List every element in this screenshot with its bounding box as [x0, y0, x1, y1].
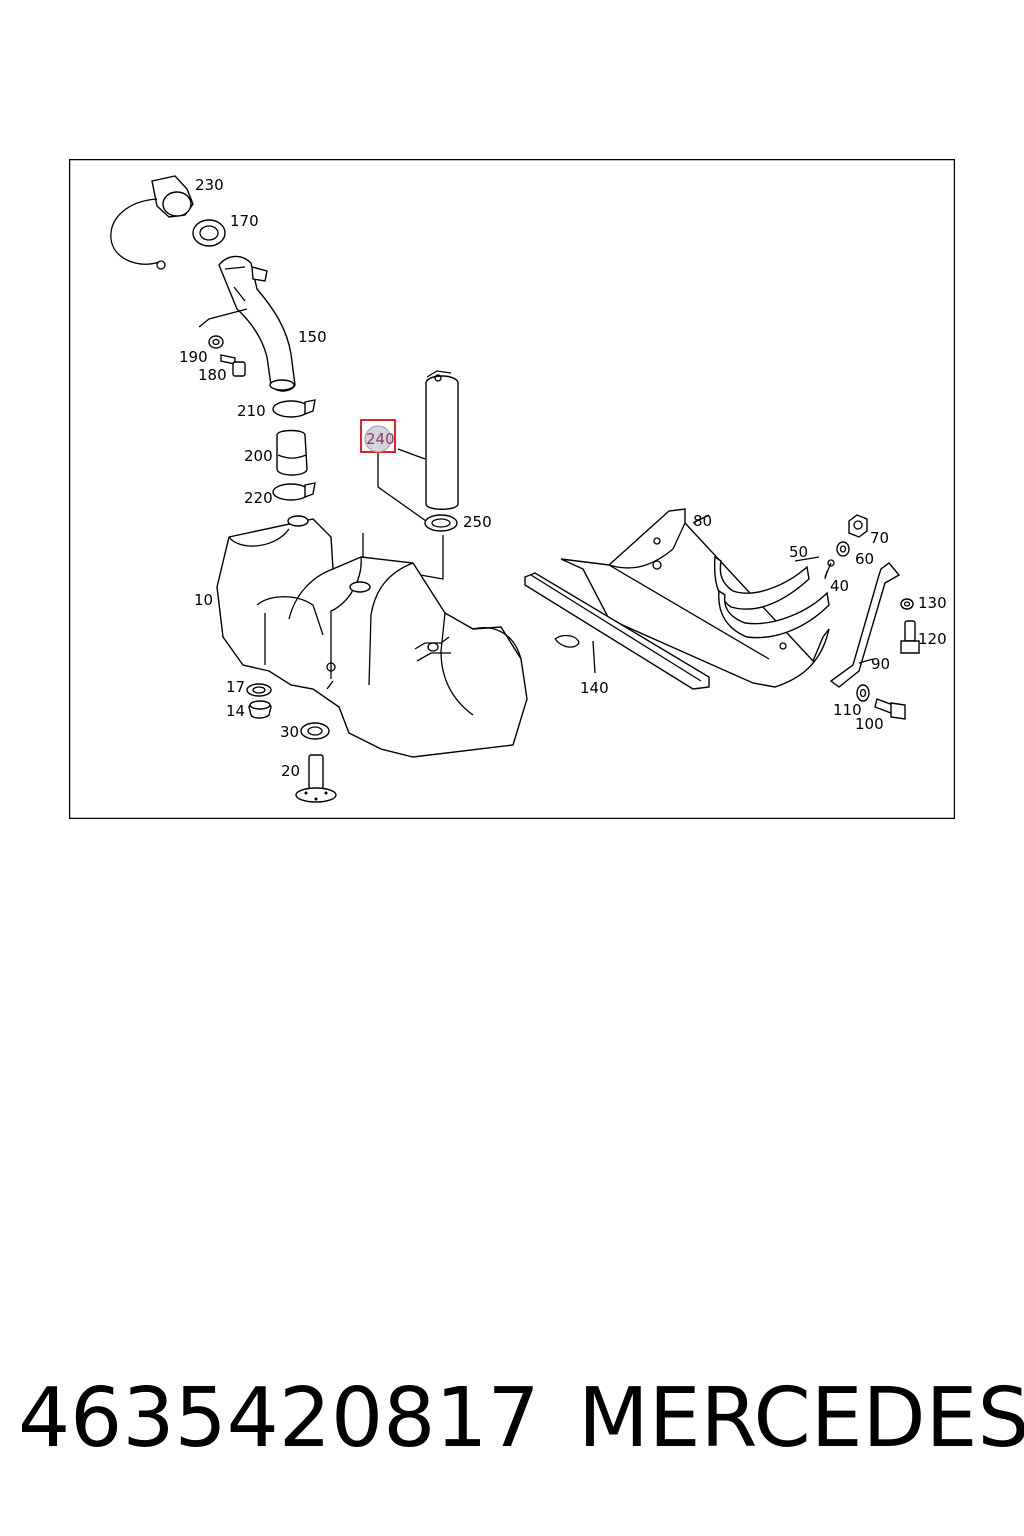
bolt-100 — [874, 698, 906, 720]
callout-210: 210 — [237, 402, 266, 420]
tank-shield-80 — [560, 508, 830, 688]
filler-cap — [110, 175, 194, 270]
callout-130: 130 — [918, 594, 947, 612]
callout-120: 120 — [918, 630, 947, 648]
washer-60 — [836, 541, 850, 557]
callout-30: 30 — [280, 723, 299, 741]
callout-220: 220 — [244, 489, 273, 507]
washer-190 — [208, 335, 224, 349]
rail-140 — [524, 572, 710, 690]
bolt-120 — [900, 620, 920, 654]
filler-neck — [198, 255, 296, 392]
callout-60: 60 — [855, 550, 874, 568]
callout-170: 170 — [230, 212, 259, 230]
callout-190: 190 — [179, 348, 208, 366]
callout-200: 200 — [244, 447, 273, 465]
seal-30 — [300, 722, 330, 740]
callout-10: 10 — [194, 591, 213, 609]
clamp-210 — [272, 399, 316, 418]
callout-40: 40 — [830, 577, 849, 595]
part-caption: 4635420817 MERCEDES — [18, 1364, 1024, 1474]
seal-ring-170 — [192, 219, 226, 247]
fuel-tank — [216, 515, 528, 758]
strap-90 — [829, 562, 901, 688]
callout-230: 230 — [195, 176, 224, 194]
callout-17: 17 — [226, 678, 245, 696]
callout-150: 150 — [298, 328, 327, 346]
part-number: 4635420817 — [18, 1371, 540, 1466]
callout-140: 140 — [580, 679, 609, 697]
callout-80: 80 — [693, 512, 712, 530]
gasket-250 — [424, 514, 458, 532]
bolt-180 — [220, 354, 246, 377]
plug-14 — [248, 700, 272, 719]
hose-200 — [276, 429, 308, 476]
callout-100: 100 — [855, 715, 884, 733]
callout-240: 240 — [366, 430, 395, 448]
washer-130 — [900, 598, 914, 610]
diagram-frame: 230 170 150 190 180 210 200 220 240 250 … — [69, 159, 955, 819]
seal-17 — [246, 683, 272, 697]
callout-110: 110 — [833, 701, 862, 719]
callout-90: 90 — [871, 655, 890, 673]
nut-70 — [848, 514, 868, 538]
washer-110 — [856, 684, 870, 702]
brand-name: MERCEDES — [578, 1371, 1024, 1466]
drain-20 — [295, 754, 337, 803]
callout-180: 180 — [198, 366, 227, 384]
callout-14: 14 — [226, 702, 245, 720]
callout-20: 20 — [281, 762, 300, 780]
callout-70: 70 — [870, 529, 889, 547]
clamp-220 — [272, 482, 316, 501]
callout-50: 50 — [789, 543, 808, 561]
sender-unit — [425, 370, 459, 510]
highlight-marker-240 — [364, 425, 392, 453]
callout-250: 250 — [463, 513, 492, 531]
